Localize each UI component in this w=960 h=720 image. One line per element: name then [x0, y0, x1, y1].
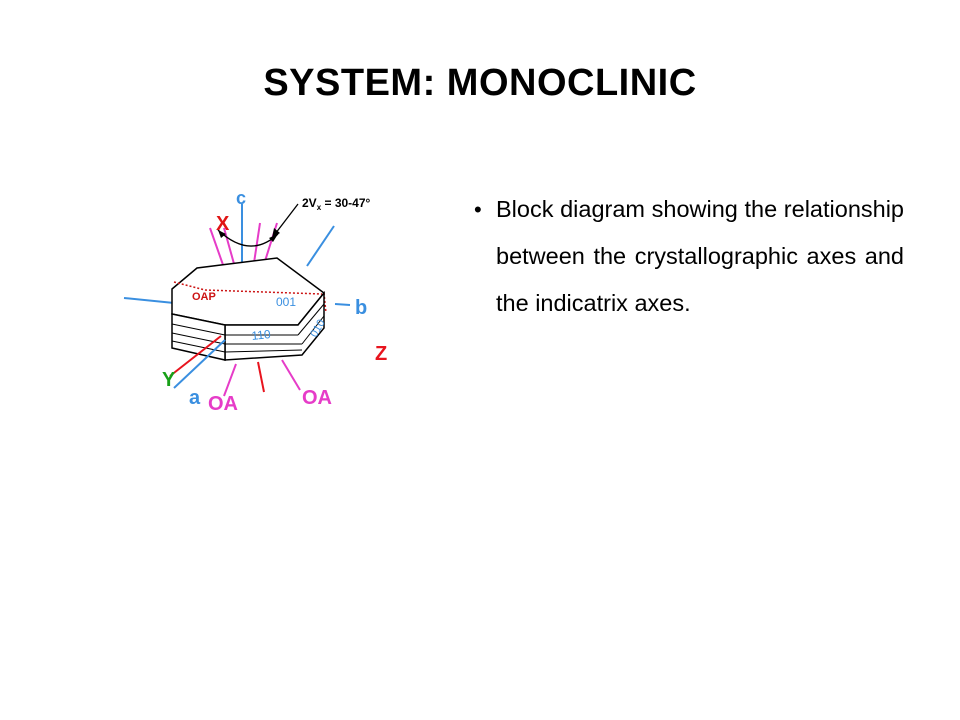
oap-plane: [173, 281, 323, 295]
oap-right-edge: [323, 292, 327, 314]
z-lower: [257, 361, 265, 393]
c-axis-upper: [306, 225, 335, 267]
label-b: b: [355, 297, 367, 319]
bullet-item: • Block diagram showing the relationship…: [474, 186, 904, 327]
label-a: a: [189, 387, 201, 409]
layer-line: [301, 315, 325, 345]
label-z: Z: [375, 343, 387, 365]
label-face-001: 001: [276, 295, 296, 309]
label-oap: OAP: [192, 291, 216, 303]
label-y: Y: [162, 369, 176, 391]
y-axis-line: [169, 335, 222, 377]
oa-lower-right: [281, 359, 301, 391]
block-left-face: [171, 313, 226, 361]
crystal-block-diagram: c X 2Vx = 30-47° OAP 001 110 010 b Z Y a…: [112, 178, 422, 428]
bullet-text: Block diagram showing the relationship b…: [496, 196, 904, 316]
label-2v: 2Vx = 30-47°: [302, 196, 371, 212]
label-face-110: 110: [251, 327, 272, 343]
block-diagram-svg: c X 2Vx = 30-47° OAP 001 110 010 b Z Y a…: [123, 188, 387, 415]
angle-leader-arrow: [272, 228, 280, 238]
angle-arrow-left: [218, 230, 226, 238]
b-axis-right: [334, 303, 351, 306]
layer-line: [171, 332, 226, 345]
label-oa-left: OA: [208, 393, 238, 415]
angle-arrow-right: [269, 234, 278, 242]
oa-lower-left: [223, 363, 237, 397]
label-c: c: [236, 188, 246, 208]
bullet-symbol: •: [474, 197, 482, 222]
slide-title: SYSTEM: MONOCLINIC: [263, 62, 697, 104]
layer-line: [297, 303, 325, 336]
layer-line: [224, 349, 303, 353]
layer-line: [171, 323, 226, 336]
label-x: X: [216, 213, 230, 235]
label-oa-right: OA: [302, 387, 332, 409]
a-axis-line: [173, 339, 226, 389]
layer-line: [171, 340, 226, 353]
